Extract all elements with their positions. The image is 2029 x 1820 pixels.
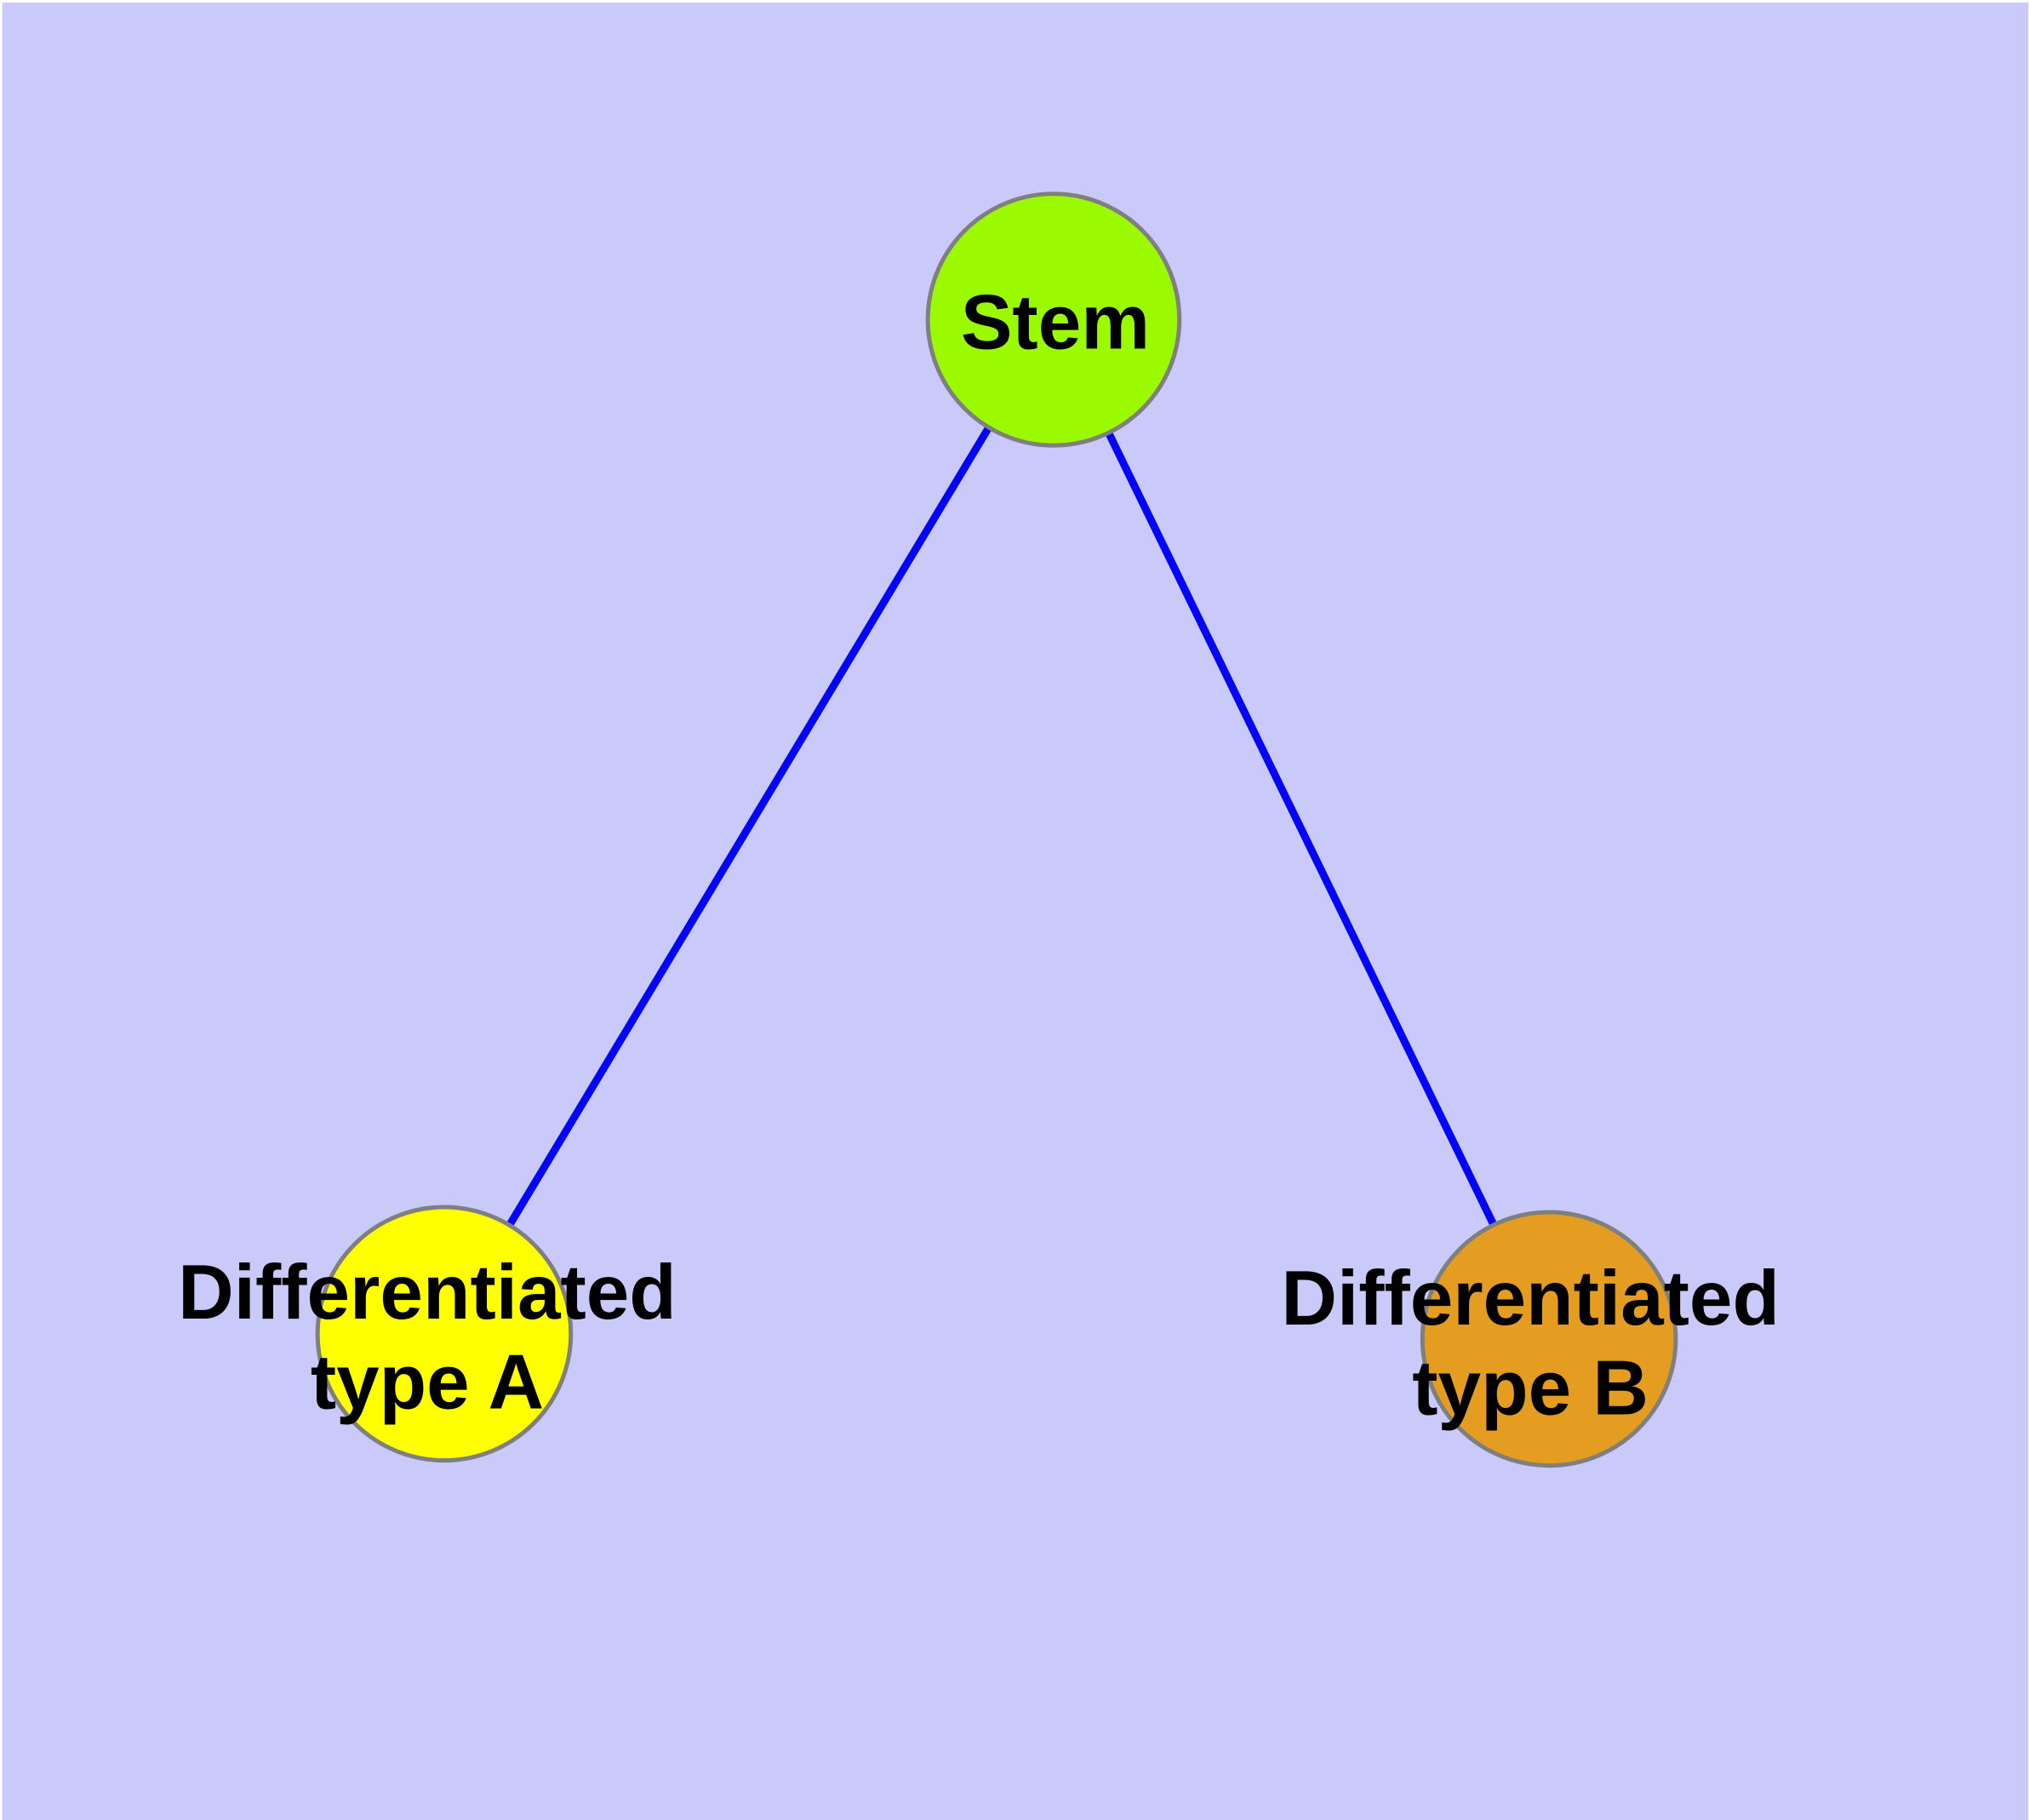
node-stem: Stem: [925, 192, 1182, 448]
stem-node-circle: [925, 192, 1182, 448]
edge-stem-to-type-b: [1049, 318, 1553, 1341]
node-differentiated-type-a: Differentiated type A: [178, 1205, 677, 1463]
stem-node-label: Stem: [961, 279, 1150, 365]
type-b-node-circle: [1420, 1210, 1678, 1468]
edge-stem-to-type-a: [441, 318, 1057, 1336]
node-differentiated-type-b: Differentiated type B: [1281, 1210, 1780, 1468]
type-a-node-label-line2: type A: [311, 1340, 544, 1426]
type-a-node-circle: [315, 1205, 574, 1463]
type-b-node-label-line1: Differentiated: [1281, 1256, 1780, 1342]
type-a-node-label-line1: Differentiated: [178, 1250, 677, 1336]
type-b-node-label-line2: type B: [1412, 1346, 1649, 1432]
edge-group: [441, 318, 1553, 1341]
cell-differentiation-graph: Stem Differentiated type A Differentiate…: [2, 3, 2029, 1820]
